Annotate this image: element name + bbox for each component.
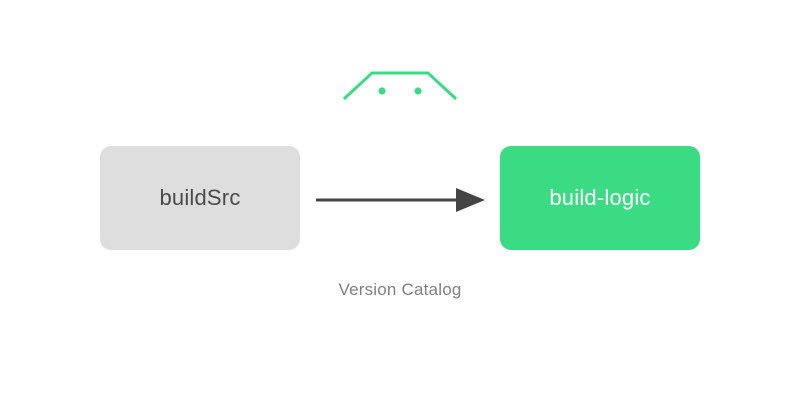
android-head-outline xyxy=(342,71,458,101)
node-buildsrc[interactable]: buildSrc xyxy=(100,146,300,250)
node-buildsrc-label: buildSrc xyxy=(159,185,241,210)
android-head-icon xyxy=(340,64,460,106)
android-eye-right-icon xyxy=(414,87,422,95)
node-build-logic-label: build-logic xyxy=(549,185,651,210)
android-eye-left-icon xyxy=(378,87,386,95)
android-head-icon-svg xyxy=(342,71,458,101)
edge-arrow xyxy=(310,182,490,218)
edge-label: Version Catalog xyxy=(338,280,462,299)
edge-arrow-svg xyxy=(316,188,485,212)
node-build-logic[interactable]: build-logic xyxy=(500,146,700,250)
edge-arrow-head xyxy=(456,188,485,212)
